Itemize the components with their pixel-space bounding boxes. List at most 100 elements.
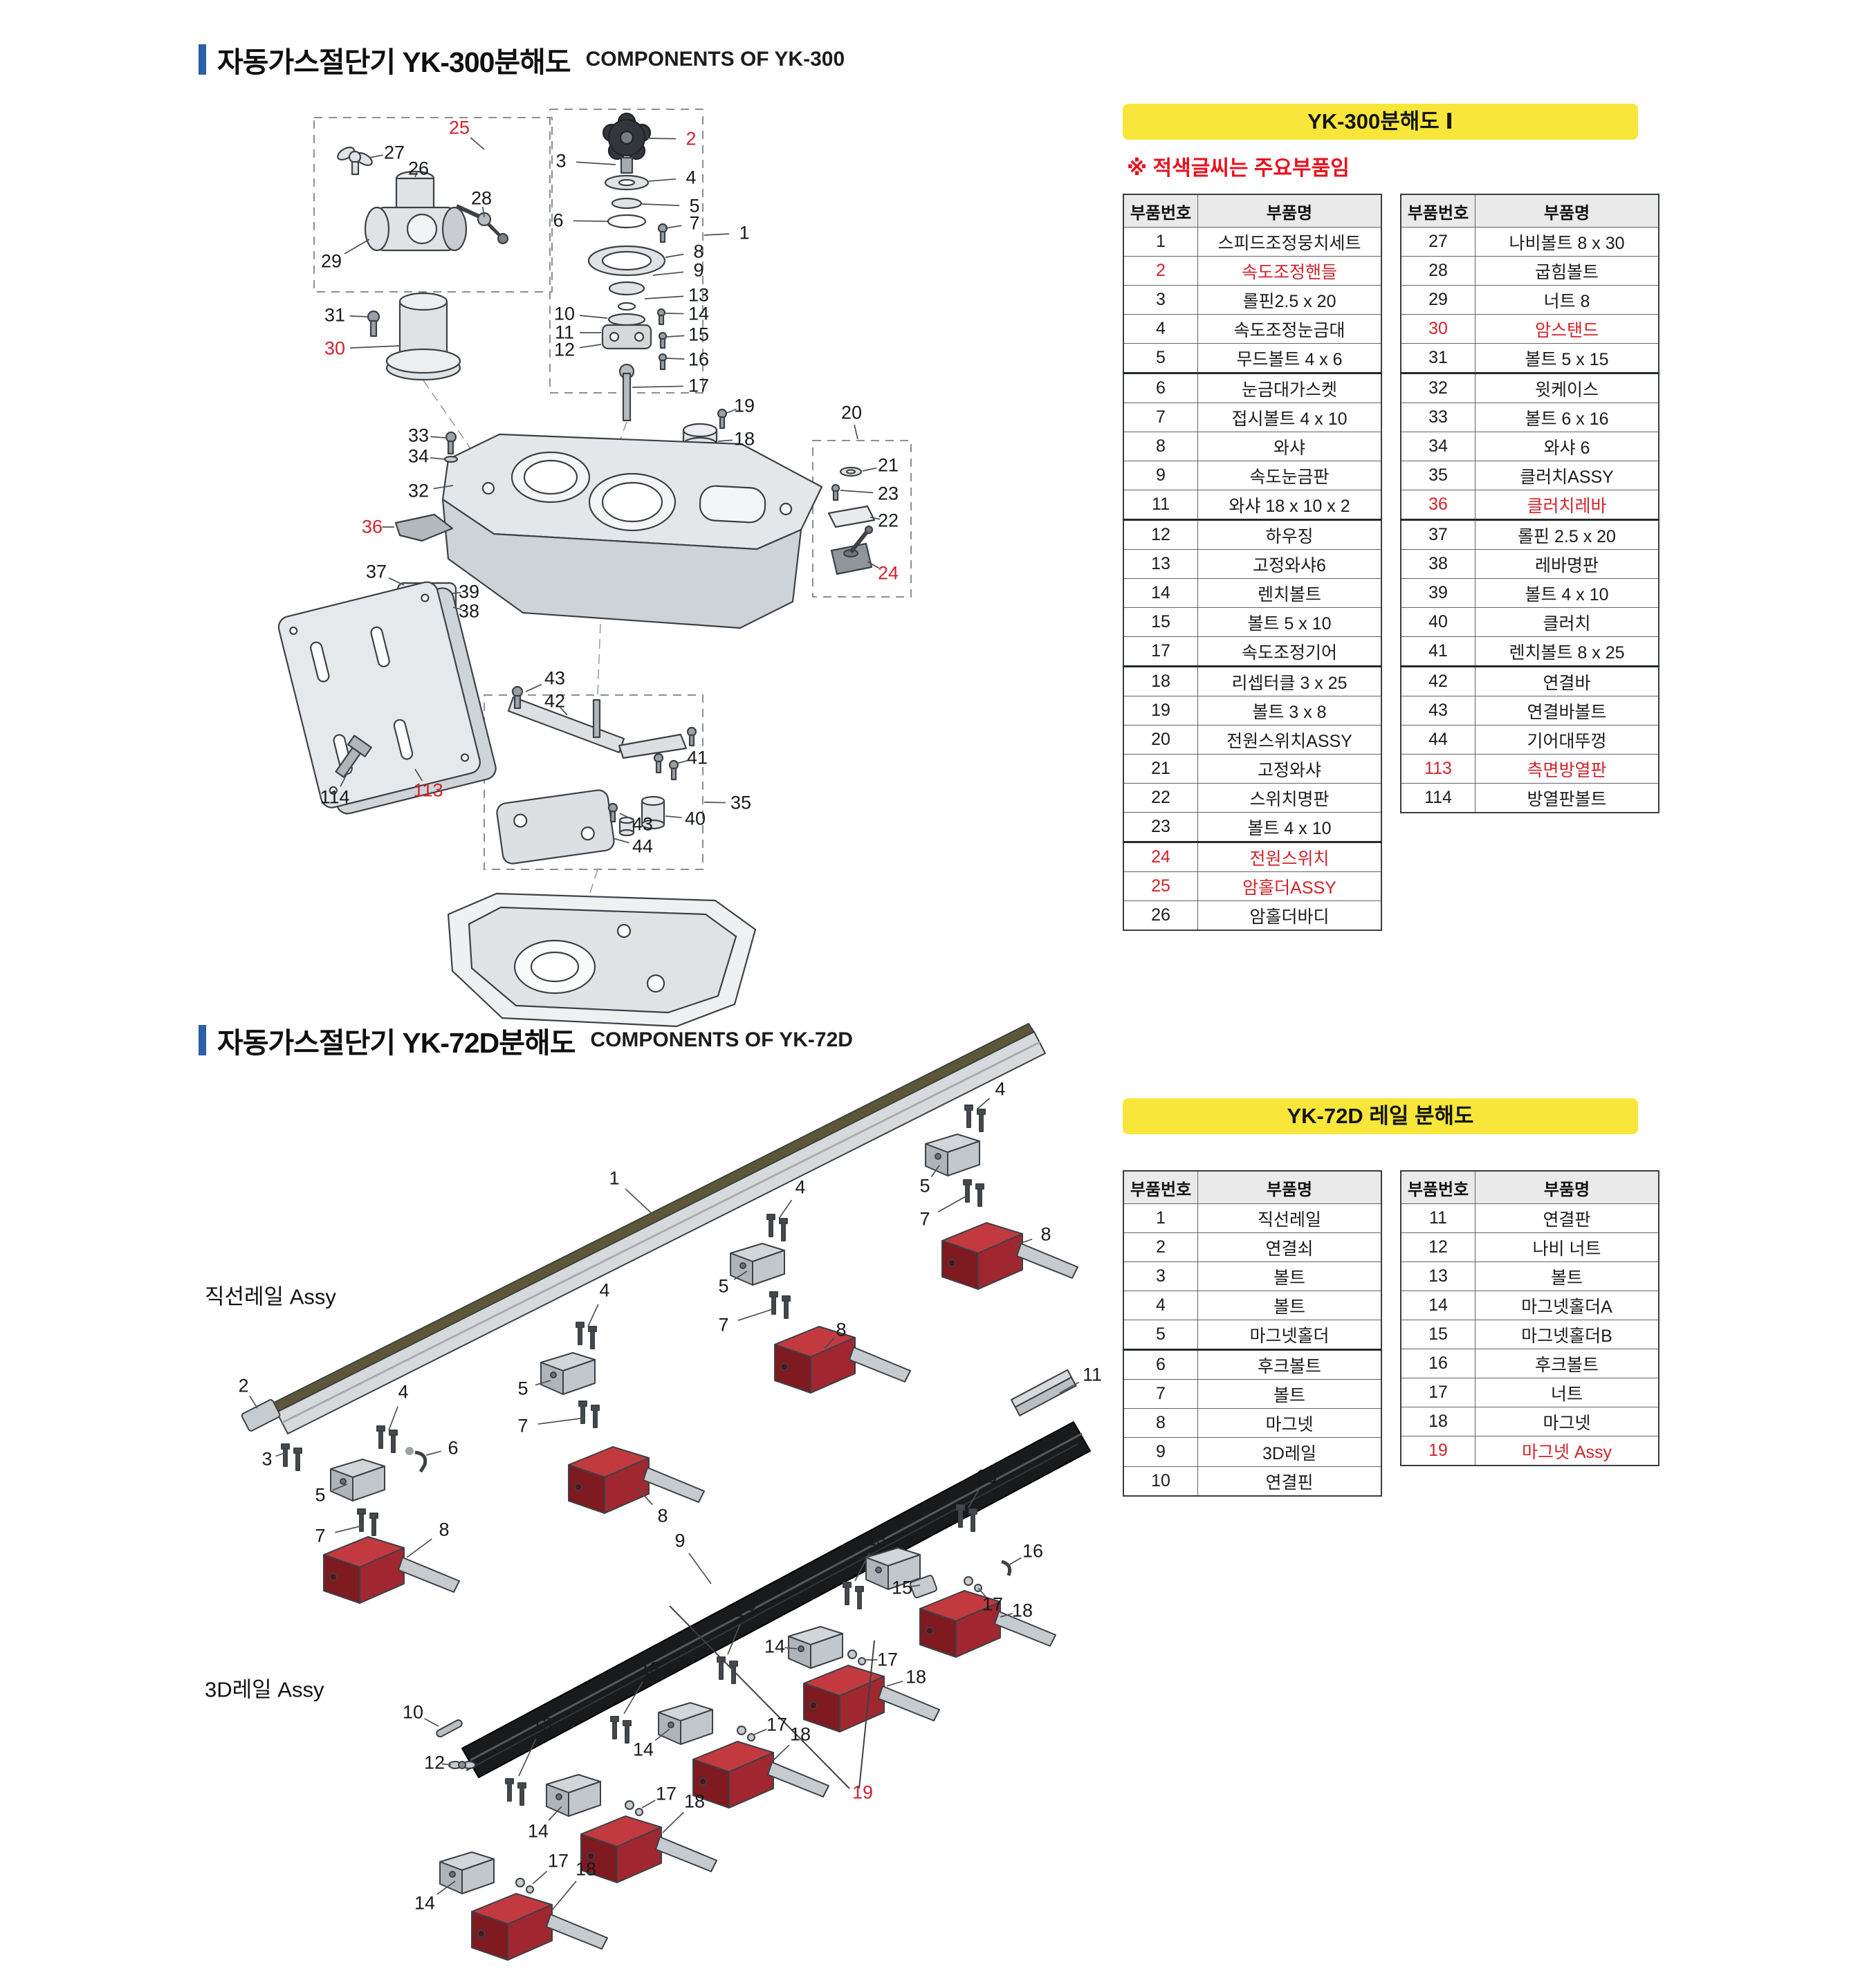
- magnet-holder-b-part: [910, 1575, 937, 1598]
- section-title-yk300: 자동가스절단기 YK-300분해도 COMPONENTS OF YK-300: [199, 39, 845, 80]
- part-no: 44: [1400, 725, 1475, 755]
- rail-connector-part: [241, 1399, 281, 1432]
- part-name: 속도조정핸들: [1197, 256, 1382, 286]
- part-name: 전원스위치ASSY: [1197, 725, 1382, 755]
- part-name: 전원스위치: [1197, 842, 1382, 872]
- part-no: 18: [1400, 1407, 1475, 1436]
- part-name: 와샤: [1197, 432, 1382, 461]
- part-no: 14: [1400, 1291, 1475, 1320]
- lower-case-part: [447, 892, 757, 1028]
- part-no: 34: [1400, 432, 1475, 461]
- section-title-english: COMPONENTS OF YK-72D: [590, 1028, 853, 1051]
- part-no: 7: [1123, 1379, 1198, 1409]
- part-name: 볼트 6 x 16: [1475, 403, 1659, 432]
- power-switch-assy-box: [812, 440, 912, 598]
- clutch-part: [618, 795, 665, 837]
- part-name: 고정와샤6: [1197, 549, 1382, 579]
- part-no: 15: [1123, 607, 1198, 637]
- part-name: 후크볼트: [1197, 1349, 1382, 1380]
- part-no: 20: [1123, 725, 1198, 755]
- part-name: 측면방열판: [1475, 754, 1659, 784]
- part-name: 너트 8: [1475, 285, 1659, 315]
- part-name: 마그넷: [1197, 1408, 1382, 1438]
- wing-nut-part: [448, 1761, 476, 1769]
- heat-plate-bolt-part: [335, 734, 372, 778]
- part-name: 하우징: [1197, 519, 1382, 550]
- bent-bolt-part: [455, 204, 509, 245]
- part-name: 렌치볼트: [1197, 578, 1382, 608]
- part-name: 와샤 18 x 10 x 2: [1197, 490, 1382, 521]
- red-parts-note: ※ 적색글씨는 주요부품임: [1127, 157, 1350, 180]
- straight-rail-part: [270, 1023, 1046, 1434]
- arm-holder-body-part: [364, 170, 468, 252]
- col-header-part-no: 부품번호: [1400, 1170, 1475, 1204]
- part-no: 28: [1400, 256, 1475, 286]
- upper-case-part: [441, 433, 823, 629]
- part-no: 32: [1400, 373, 1475, 403]
- part-no: 25: [1123, 871, 1198, 901]
- part-no: 40: [1400, 607, 1475, 637]
- part-no: 4: [1123, 314, 1198, 344]
- clutch-assy-box: [484, 694, 704, 870]
- part-no: 12: [1400, 1232, 1475, 1262]
- part-name: 방열판볼트: [1475, 783, 1659, 813]
- part-no: 27: [1400, 227, 1475, 257]
- gear-cover-part: [496, 789, 615, 865]
- part-name: 고정와샤: [1197, 754, 1382, 784]
- part-name: 볼트: [1197, 1291, 1382, 1320]
- part-name: 볼트 3 x 8: [1197, 696, 1382, 725]
- part-name: 암홀더바디: [1197, 900, 1382, 931]
- part-no: 12: [1123, 519, 1198, 550]
- arm-holder-assy-box: [313, 117, 553, 293]
- part-no: 30: [1400, 314, 1475, 344]
- part-no: 18: [1123, 666, 1198, 696]
- part-no: 11: [1123, 490, 1198, 521]
- part-name: 볼트: [1197, 1261, 1382, 1291]
- part-name: 롤핀2.5 x 20: [1197, 285, 1382, 315]
- wing-bolt-part: [337, 147, 373, 176]
- part-no: 2: [1123, 256, 1198, 286]
- section-title-korean: 자동가스절단기 YK-300분해도: [217, 46, 571, 78]
- part-no: 19: [1400, 1436, 1475, 1466]
- part-no: 7: [1123, 403, 1198, 432]
- hook-bolt-part: [405, 1447, 427, 1473]
- part-name: 볼트: [1475, 1261, 1659, 1291]
- part-name: 암홀더ASSY: [1197, 871, 1382, 901]
- magnet-holder-part: [925, 1134, 980, 1176]
- part-name: 눈금대가스켓: [1197, 373, 1382, 403]
- section-title-english: COMPONENTS OF YK-300: [585, 48, 845, 71]
- connector-plate-part: [1010, 1369, 1077, 1416]
- part-name: 속도조정기어: [1197, 636, 1382, 667]
- connecting-bar-part: [507, 696, 625, 754]
- part-no: 13: [1400, 1261, 1475, 1291]
